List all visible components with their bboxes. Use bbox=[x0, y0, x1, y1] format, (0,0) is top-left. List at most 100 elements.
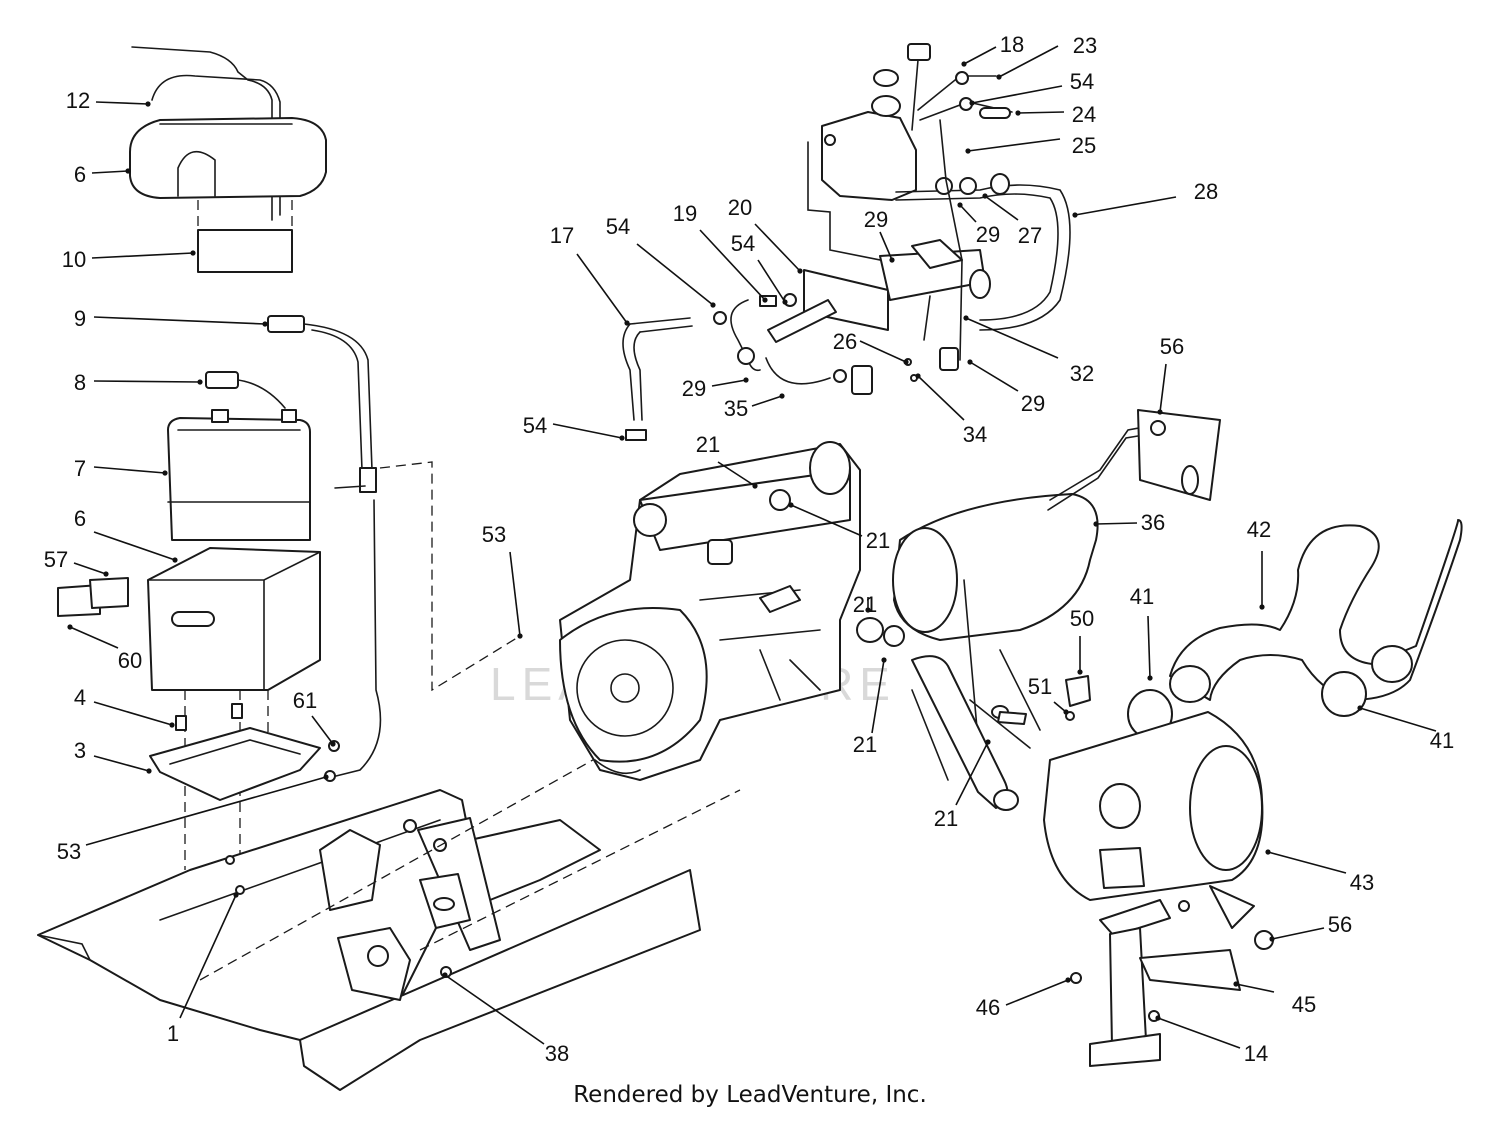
callout-c-3: 3 bbox=[74, 738, 152, 774]
callout-c-54a: 54 bbox=[606, 214, 716, 308]
leader-dot bbox=[982, 193, 988, 199]
leader-line bbox=[790, 504, 863, 537]
callout-number: 19 bbox=[673, 201, 697, 226]
callout-c-23: 23 bbox=[996, 33, 1097, 80]
leader-dot bbox=[967, 359, 973, 365]
callout-number: 21 bbox=[696, 432, 720, 457]
leader-dot bbox=[752, 483, 758, 489]
leader-dot bbox=[1265, 849, 1271, 855]
callout-c-21c: 21 bbox=[853, 592, 877, 617]
callout-c-20: 20 bbox=[728, 195, 803, 274]
leader-dot bbox=[103, 571, 109, 577]
leader-line bbox=[984, 195, 1019, 221]
battery-shims-57-60 bbox=[57, 577, 129, 617]
leader-dot bbox=[1063, 709, 1069, 715]
callout-c-53a: 53 bbox=[57, 774, 329, 864]
leader-dot bbox=[915, 373, 921, 379]
leader-dot bbox=[169, 722, 175, 728]
callout-c-1: 1 bbox=[167, 892, 239, 1046]
leader-line bbox=[509, 551, 521, 637]
leader-dot bbox=[1015, 110, 1021, 116]
callout-number: 56 bbox=[1328, 912, 1352, 937]
leader-line bbox=[95, 101, 149, 105]
leader-line bbox=[969, 361, 1019, 392]
callout-number: 38 bbox=[545, 1041, 569, 1066]
callout-number: 41 bbox=[1130, 584, 1154, 609]
battery-cable-9 bbox=[267, 315, 377, 493]
callout-number: 54 bbox=[523, 413, 547, 438]
leader-dot bbox=[442, 972, 448, 978]
leader-line bbox=[93, 380, 201, 383]
fuel-tank bbox=[807, 69, 917, 263]
callout-c-45: 45 bbox=[1233, 981, 1316, 1017]
callout-c-46: 46 bbox=[976, 977, 1071, 1020]
callout-c-6a: 6 bbox=[74, 162, 131, 187]
callout-number: 36 bbox=[1141, 510, 1165, 535]
leader-line bbox=[955, 741, 989, 806]
fuel-lines-23-24 bbox=[917, 71, 1013, 121]
leader-dot bbox=[619, 435, 625, 441]
leader-dot bbox=[197, 379, 203, 385]
callout-c-42: 42 bbox=[1247, 517, 1271, 610]
leader-dot bbox=[782, 299, 788, 305]
callout-number: 7 bbox=[74, 456, 86, 481]
leader-dot bbox=[1157, 409, 1163, 415]
leader-dot bbox=[146, 768, 152, 774]
leader-dot bbox=[965, 148, 971, 154]
leader-line bbox=[711, 379, 747, 387]
leader-line bbox=[879, 231, 893, 261]
leader-dot bbox=[996, 74, 1002, 80]
guide-lines-frame bbox=[199, 699, 741, 981]
leader-line bbox=[552, 423, 623, 439]
leader-line bbox=[699, 229, 766, 301]
callout-number: 29 bbox=[864, 207, 888, 232]
leader-dot bbox=[67, 624, 73, 630]
callout-number: 12 bbox=[66, 88, 90, 113]
callout-number: 17 bbox=[550, 223, 574, 248]
callout-c-14: 14 bbox=[1155, 1015, 1268, 1066]
callout-number: 28 bbox=[1194, 179, 1218, 204]
callout-c-57: 57 bbox=[44, 547, 109, 577]
leader-line bbox=[963, 46, 997, 65]
callout-number: 50 bbox=[1070, 606, 1094, 631]
intake-hoses-42 bbox=[1169, 519, 1463, 703]
leader-dot bbox=[797, 268, 803, 274]
leader-dot bbox=[1269, 936, 1275, 942]
callout-number: 10 bbox=[62, 247, 86, 272]
leader-line bbox=[93, 531, 176, 561]
callout-c-53b: 53 bbox=[482, 522, 523, 639]
leader-dot bbox=[172, 557, 178, 563]
battery-cable-8 bbox=[205, 371, 286, 409]
fuel-line-32 bbox=[923, 119, 963, 371]
leader-dot bbox=[779, 393, 785, 399]
leader-dot bbox=[1155, 1015, 1161, 1021]
guide-lines-cover bbox=[197, 200, 293, 230]
callout-c-60: 60 bbox=[67, 624, 142, 673]
leader-dot bbox=[743, 377, 749, 383]
leader-dot bbox=[1065, 977, 1071, 983]
callout-c-21e: 21 bbox=[934, 739, 991, 831]
callout-c-4: 4 bbox=[74, 685, 175, 728]
tractor-frame bbox=[37, 789, 701, 1091]
callout-c-28: 28 bbox=[1072, 179, 1218, 218]
callout-number: 54 bbox=[606, 214, 630, 239]
callout-number: 54 bbox=[1070, 69, 1094, 94]
leader-line bbox=[1074, 196, 1177, 216]
muffler-36 bbox=[892, 425, 1151, 741]
leader-line bbox=[1359, 707, 1437, 732]
callout-c-36: 36 bbox=[1093, 510, 1165, 535]
leader-line bbox=[1147, 615, 1151, 679]
leader-line bbox=[1235, 983, 1275, 993]
callout-number: 43 bbox=[1350, 870, 1374, 895]
callout-c-10: 10 bbox=[62, 247, 196, 272]
callout-c-34: 34 bbox=[915, 373, 987, 447]
callout-c-19: 19 bbox=[673, 201, 768, 303]
fuel-line-35 bbox=[765, 357, 873, 395]
leader-dot bbox=[963, 315, 969, 321]
callout-number: 57 bbox=[44, 547, 68, 572]
exhaust-pipe-21 bbox=[911, 649, 1041, 811]
leader-dot bbox=[162, 470, 168, 476]
battery-7 bbox=[167, 409, 311, 541]
leader-line bbox=[444, 974, 545, 1045]
